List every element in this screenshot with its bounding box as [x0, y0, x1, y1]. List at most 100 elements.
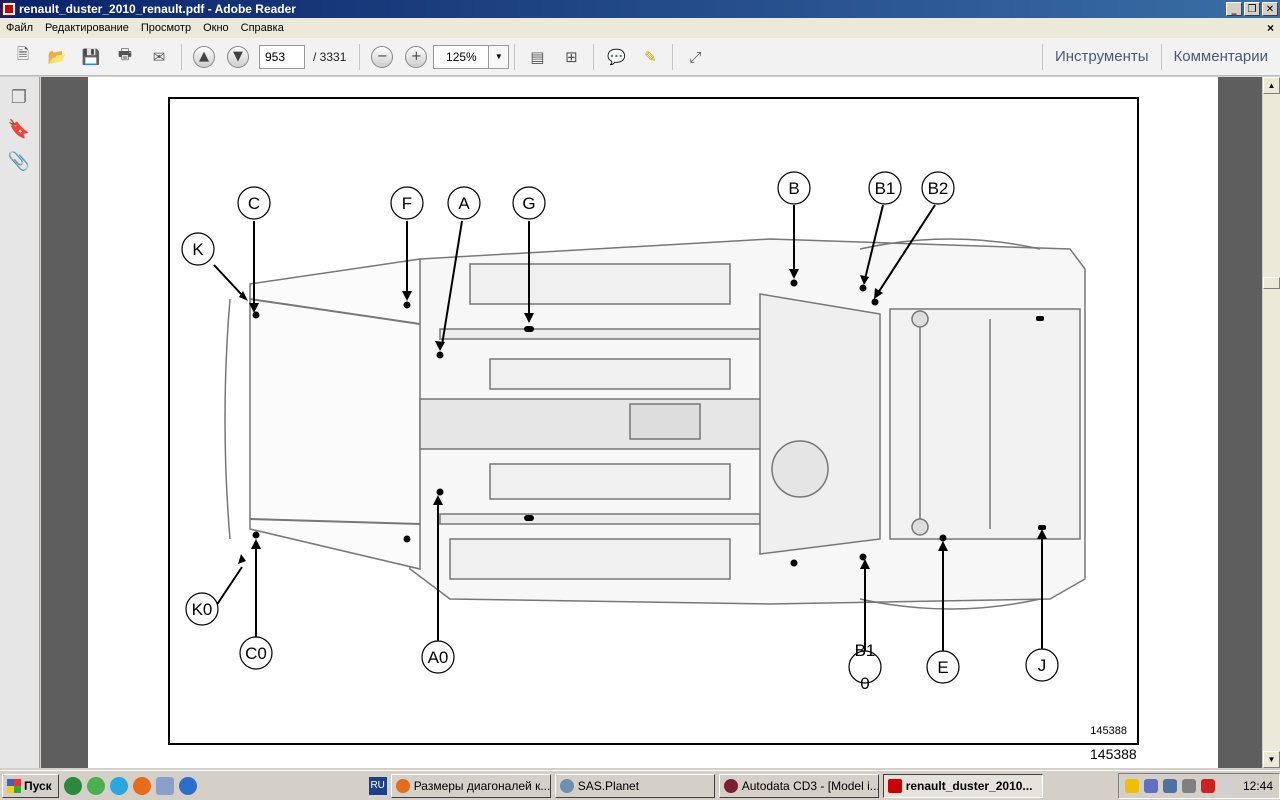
skype-icon[interactable] [109, 776, 128, 795]
vertical-scrollbar[interactable]: ▲ ▼ [1262, 77, 1280, 768]
tray-icon[interactable] [1124, 778, 1139, 793]
label-c: C [248, 194, 260, 213]
clock: 12:44 [1242, 778, 1273, 793]
figure-page-number: 145388 [1090, 746, 1137, 762]
toolbar-separator [359, 43, 361, 70]
tray-icon[interactable] [1143, 778, 1158, 793]
taskbar: Пуск RU Размеры диагоналей к... SAS.Plan… [0, 770, 1280, 800]
zoom-input[interactable]: 125% [433, 44, 490, 69]
zoom-in-button[interactable]: + [402, 43, 430, 71]
bookmarks-icon[interactable]: 🔖 [7, 118, 31, 140]
document-area: C F A G B B1 B2 K K0 C0 A0 E J B1 0 14 [41, 77, 1262, 768]
task-sasplanet[interactable]: SAS.Planet [554, 773, 715, 798]
menu-window[interactable]: Окно [203, 22, 229, 34]
fit-width-icon[interactable]: ⊞ [565, 47, 578, 66]
window-title: renault_duster_2010_renault.pdf - Adobe … [19, 2, 296, 16]
print-icon[interactable]: 🖶 [117, 45, 133, 63]
icq-icon[interactable] [86, 776, 105, 795]
toolbar-right: Инструменты Комментарии [1041, 38, 1280, 75]
navigation-panel: ❐ 🔖 📎 [0, 77, 40, 768]
firefox-icon[interactable] [132, 776, 151, 795]
label-g: G [522, 194, 535, 213]
vehicle-underbody-diagram: C F A G B B1 B2 K K0 C0 A0 E J B1 0 [181, 171, 1086, 693]
menu-help[interactable]: Справка [240, 22, 284, 34]
language-indicator[interactable]: RU [368, 776, 387, 795]
attachments-icon[interactable]: 📎 [7, 150, 31, 172]
page-total: / 3331 [313, 49, 347, 64]
task-adobe-reader[interactable]: renault_duster_2010... [882, 773, 1043, 798]
label-a0: A0 [428, 648, 449, 667]
task-label: Размеры диагоналей к... [413, 778, 551, 793]
label-b2: B2 [928, 179, 949, 198]
fit-page-icon[interactable]: ▤ [530, 47, 545, 66]
scroll-thumb[interactable] [1263, 277, 1280, 289]
tools-link[interactable]: Инструменты [1054, 48, 1149, 65]
toolbar-separator [593, 43, 595, 70]
save-icon[interactable]: 💾 [81, 47, 101, 66]
restore-button[interactable]: ❐ [1244, 2, 1260, 16]
toolbar: 🗎 📂 💾 🖶 ✉ ▲ ▼ 953 / 3331 − + 125% ▼ ▤ ⊞ … [0, 38, 1280, 76]
windows-flag-icon [7, 778, 21, 793]
tray-icon[interactable] [1219, 778, 1234, 793]
network-icon[interactable] [1162, 778, 1177, 793]
menu-edit[interactable]: Редактирование [45, 22, 129, 34]
label-f: F [402, 194, 412, 213]
label-c0: C0 [245, 644, 267, 663]
create-pdf-icon[interactable]: 🗎 [16, 45, 30, 63]
task-firefox[interactable]: Размеры диагоналей к... [390, 773, 551, 798]
zoom-out-button[interactable]: − [368, 43, 396, 71]
label-k: K [192, 240, 204, 259]
toolbar-separator [181, 43, 182, 70]
antivirus-icon[interactable] [1200, 778, 1215, 793]
comment-icon[interactable]: 💬 [607, 47, 626, 66]
figure-frame: C F A G B B1 B2 K K0 C0 A0 E J B1 0 14 [168, 97, 1139, 745]
label-a: A [458, 194, 470, 213]
autodata-icon [723, 778, 738, 793]
internet-explorer-icon[interactable] [178, 776, 197, 795]
label-k0: K0 [192, 600, 213, 619]
toolbar-separator [514, 43, 516, 70]
plus-icon: + [405, 45, 428, 68]
email-icon[interactable]: ✉ [152, 47, 166, 66]
figure-inner-number: 145388 [1090, 725, 1127, 737]
start-button[interactable]: Пуск [2, 773, 59, 798]
start-label: Пуск [24, 778, 52, 793]
task-label: renault_duster_2010... [905, 778, 1033, 793]
task-label: Autodata CD3 - [Model i... [741, 778, 879, 793]
scroll-down-icon[interactable]: ▼ [1263, 751, 1280, 768]
next-page-button[interactable]: ▼ [224, 43, 252, 71]
fullscreen-icon[interactable]: ⤢ [689, 47, 702, 66]
sasplanet-icon [559, 778, 574, 793]
label-j: J [1038, 656, 1047, 675]
pdf-page: C F A G B B1 B2 K K0 C0 A0 E J B1 0 14 [88, 77, 1218, 768]
previous-page-button[interactable]: ▲ [190, 43, 218, 71]
arrow-down-icon: ▼ [227, 45, 249, 68]
label-b: B [788, 179, 799, 198]
page-number-input[interactable]: 953 [259, 44, 305, 69]
volume-icon[interactable] [1181, 778, 1196, 793]
zoom-dropdown-icon[interactable]: ▼ [489, 44, 510, 69]
task-autodata[interactable]: Autodata CD3 - [Model i... [718, 773, 879, 798]
toolbar-separator [1160, 43, 1162, 70]
utorrent-icon[interactable] [63, 776, 82, 795]
highlight-icon[interactable]: ✎ [644, 47, 657, 66]
label-b10-top: B1 [855, 641, 876, 660]
scroll-up-icon[interactable]: ▲ [1263, 77, 1280, 94]
minimize-button[interactable]: _ [1226, 2, 1242, 16]
minus-icon: − [371, 45, 394, 68]
document-close-icon[interactable]: × [1266, 21, 1274, 35]
menu-bar: Файл Редактирование Просмотр Окно Справк… [0, 18, 1280, 38]
comments-link[interactable]: Комментарии [1173, 48, 1268, 65]
label-b10-bottom: 0 [860, 674, 869, 693]
label-e: E [937, 658, 948, 677]
open-file-icon[interactable]: 📂 [47, 47, 67, 66]
menu-view[interactable]: Просмотр [140, 22, 192, 34]
notepad-icon[interactable] [155, 776, 174, 795]
toolbar-separator [672, 43, 674, 70]
page-thumbnails-icon[interactable]: ❐ [10, 86, 28, 108]
firefox-icon [395, 778, 410, 793]
menu-file[interactable]: Файл [6, 22, 34, 34]
system-tray: 12:44 [1117, 772, 1280, 799]
task-label: SAS.Planet [577, 778, 640, 793]
close-button[interactable]: ✕ [1262, 2, 1278, 16]
